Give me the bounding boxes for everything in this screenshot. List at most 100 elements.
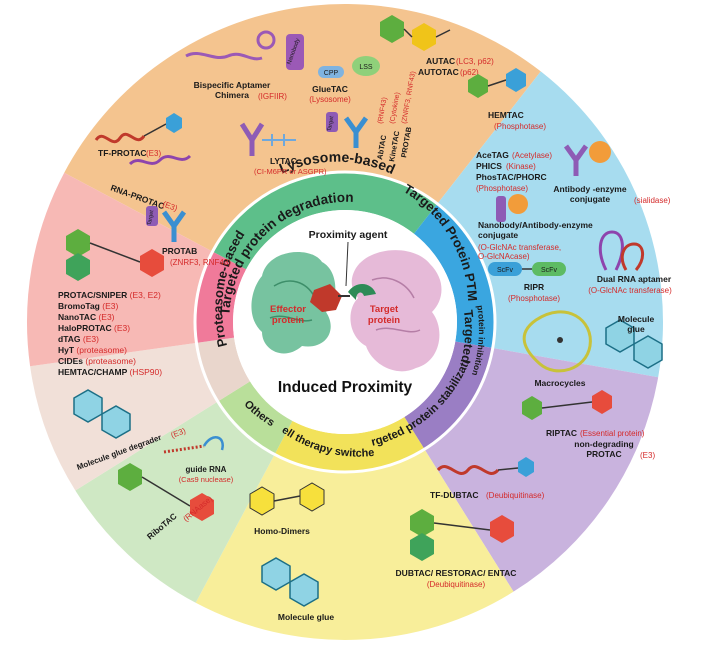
lytac-note: (CI-M6PR or ASGPR) [254,167,327,176]
sector-degradation [27,172,213,367]
outer-ring [27,4,663,640]
protab-deg-note: (ZNRF3, RNF43) [170,258,231,267]
stabilization-sector-content: TF-DUBTAC (Deubiquitinase) DUBTAC/ RESTO… [396,457,545,589]
dubtac-label: DUBTAC/ RESTORAC/ ENTAC [396,568,517,578]
nanobody-enzyme-note: (O-GlcNAc transferase,O-GlcNAcase) [478,243,561,261]
degradation-list-item: PROTAC/SNIPER (E3, E2) [58,290,161,300]
svg-text:ScFv: ScFv [497,267,513,274]
molecule-glue-switch-label: Molecule glue [278,612,334,622]
cpp-label: CPP [324,70,339,77]
band-degradation [195,251,247,343]
lss-icon [352,56,380,76]
others-sector-content: guide RNA (Cas9 nuclease) RiboTAC (RNAas… [118,436,234,542]
macrocycle-icon [522,310,592,373]
nanobody-icon [286,34,304,70]
abtac-note: (RNF43) [377,97,389,125]
lss-label: LSS [359,64,373,71]
degradation-list-item: HaloPROTAC (E3) [58,323,130,333]
non-degrading-protac-note: (E3) [640,451,655,460]
dual-rna-aptamer-note: (O-GlcNAc transferase) [588,286,672,295]
phostac-label: PhosTAC/PHORC [476,172,547,182]
molecule-glue-inhib-icon [605,319,663,369]
band-ptm [413,203,496,349]
acetag-note: (Acetylase) [512,151,552,160]
hemtac-note: (Phosphotase) [494,122,546,131]
lytac-antibody-icon [239,122,296,156]
induced-proximity-title: Induced Proximity [278,379,413,396]
aptamer-loop-icon [256,30,276,50]
ripr-note: (Phosphotase) [508,294,560,303]
macrocycles-label: Macrocycles [534,378,585,388]
gluetac-note: (Lysosome) [309,95,351,104]
proximity-agent-label: Proximity agent [309,229,388,241]
svg-text:Target: Target [147,209,156,226]
molecule-glue-switch-icon [261,557,319,607]
molecule-glue-degrader-icon [73,389,131,439]
autotac-label: AUTOTAC [418,67,459,77]
proximity-pointer-line [345,241,349,287]
hemtac-molecule-icon [468,68,526,98]
degradation-list-item: NanoTAC (E3) [58,312,115,322]
tf-protac-label: TF-PROTAC [98,148,146,158]
phics-note: (Kinase) [506,162,536,171]
homo-dimer-icon [249,482,325,516]
autac-label: AUTAC [426,56,455,66]
autac-note: (LC3, p62) [456,57,494,66]
dubtac-note: (Deubiquitinase) [427,580,486,589]
degradation-list-item: BromoTag (E3) [58,301,118,311]
category-band [193,170,497,474]
ribotac-molecule-icon [118,463,214,521]
effector-binder-icon [310,284,342,312]
tf-dubtac-label: TF-DUBTAC [430,490,478,500]
riptac-note: (Essential protein) [580,429,645,438]
band-lysosome [212,172,438,270]
homo-dimers-label: Homo-Dimers [254,526,310,536]
target-protein-shape [350,250,442,372]
rna-aptamer-icon [598,230,644,271]
aptamer-icon [185,51,263,61]
protac-molecule-icon [66,229,164,281]
ptm-sector-content: HEMTAC (Phosphotase) AceTAG (Acetylase) … [468,68,672,303]
band-separator [193,170,497,474]
lytac-label: LYTAC [270,156,297,166]
cpp-icon [318,66,344,78]
abtac-target-label: Target [327,115,336,132]
protab-antibody-icon: Target [146,206,187,242]
rna-icon [128,154,192,166]
guide-rna-note: (Cas9 nuclease) [179,475,234,484]
dual-rna-aptamer-label: Dual RNA aptamer [597,274,672,284]
phostac-note: (Phosphotase) [476,184,528,193]
gluetac-label: GlueTAC [312,84,348,94]
phics-label: PHICS [476,161,502,171]
antibody-enzyme-note: (sialidase) [634,196,671,205]
nanobody-enzyme-icon [496,194,528,222]
acetag-label: AceTAG [476,150,509,160]
abtac-label: AbTAC [375,134,388,161]
degradation-list-item: dTAG (E3) [58,334,99,344]
guide-rna-label: guide RNA [186,465,227,474]
dubtac-molecule-icon [410,509,514,561]
band-switches [217,381,293,455]
dna-icon [436,465,500,475]
protab-deg-label: PROTAB [162,246,197,256]
bispecific-aptamer-note: (IGFIIR) [258,92,287,101]
switches-sector-content: Homo-Dimers Molecule glue [249,482,334,622]
ripr-label: RIPR [524,282,544,292]
riptac-molecule-icon [522,390,612,420]
sector-switches [75,401,275,603]
degradation-list-item: HyT (proteasome) [58,345,127,355]
ring-label-inhibition: Targeted [458,309,476,364]
target-binder-icon [348,283,376,300]
tf-dna-icon [94,132,146,144]
sector-stabilization [195,449,514,640]
abtac-antibody-icon: Target [326,112,369,148]
